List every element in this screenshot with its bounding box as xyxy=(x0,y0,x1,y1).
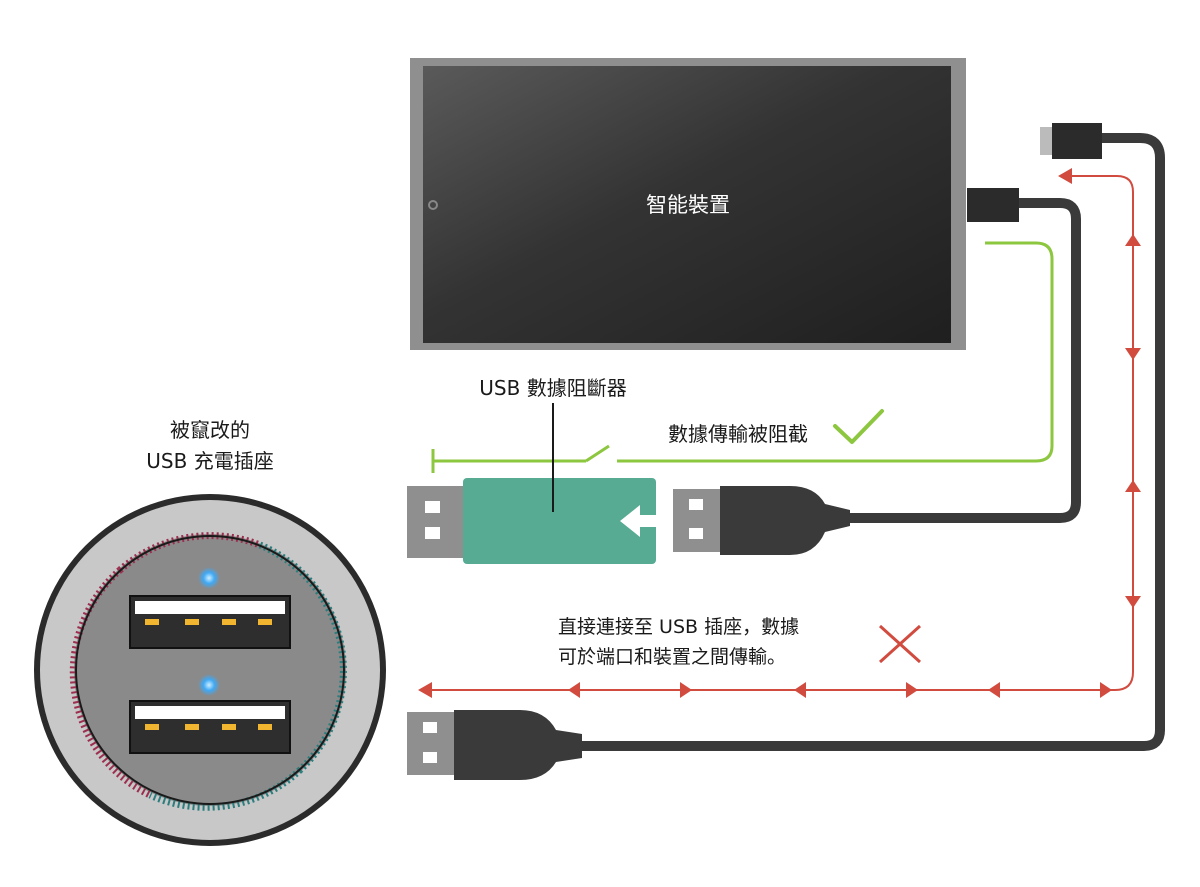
direct-path-label-line1: 直接連接至 USB 插座，數據 xyxy=(558,616,799,638)
flow-arrow-icon xyxy=(680,682,692,698)
left-arrow-icon xyxy=(620,505,656,537)
switch-open-icon xyxy=(585,444,610,463)
blocked-path-label: 數據傳輸被阻截 xyxy=(668,422,808,446)
flow-arrow-icon xyxy=(1125,596,1141,608)
tamper-wires xyxy=(69,532,347,811)
device-screen xyxy=(423,66,951,343)
device-label: 智能裝置 xyxy=(646,193,730,217)
smart-device: 智能裝置 xyxy=(410,58,966,350)
flow-arrow-icon xyxy=(1125,234,1141,246)
cross-icon xyxy=(878,624,922,664)
charger-label-line1: 被竄改的 xyxy=(170,418,250,442)
charger-label-line2: USB 充電插座 xyxy=(146,449,273,473)
data-flow-path xyxy=(418,168,1141,698)
usb-plug-blocker-side xyxy=(673,486,850,555)
micro-usb-plug-device xyxy=(967,188,1019,222)
flow-arrow-icon xyxy=(1125,480,1141,492)
device-cable xyxy=(845,198,1081,523)
usb-port xyxy=(129,700,291,754)
usb-data-blocker xyxy=(407,478,656,564)
flow-arrow-icon xyxy=(418,682,432,698)
micro-usb-plug-top xyxy=(1040,123,1102,159)
tampered-usb-charger xyxy=(34,494,386,846)
flow-arrow-icon xyxy=(568,682,580,698)
direct-path-label-line2: 可於端口和裝置之間傳輸。 xyxy=(558,646,786,668)
usb-plug-direct xyxy=(407,710,582,780)
flow-arrow-icon xyxy=(906,682,918,698)
blocked-path-line xyxy=(617,241,1054,463)
device-camera-icon xyxy=(428,200,438,210)
checkmark-icon xyxy=(833,409,884,444)
direct-cable xyxy=(580,133,1165,751)
led-indicator xyxy=(198,674,220,696)
flow-arrow-icon xyxy=(794,682,806,698)
led-indicator xyxy=(198,567,220,589)
blocker-male-plug xyxy=(407,486,465,558)
flow-arrow-icon xyxy=(1125,348,1141,360)
flow-arrow-icon xyxy=(1100,682,1112,698)
flow-arrow-icon xyxy=(1058,168,1072,184)
flow-arrow-icon xyxy=(988,682,1000,698)
usb-port xyxy=(129,595,291,649)
blocker-label: USB 數據阻斷器 xyxy=(479,376,626,400)
blocker-body xyxy=(463,478,656,564)
